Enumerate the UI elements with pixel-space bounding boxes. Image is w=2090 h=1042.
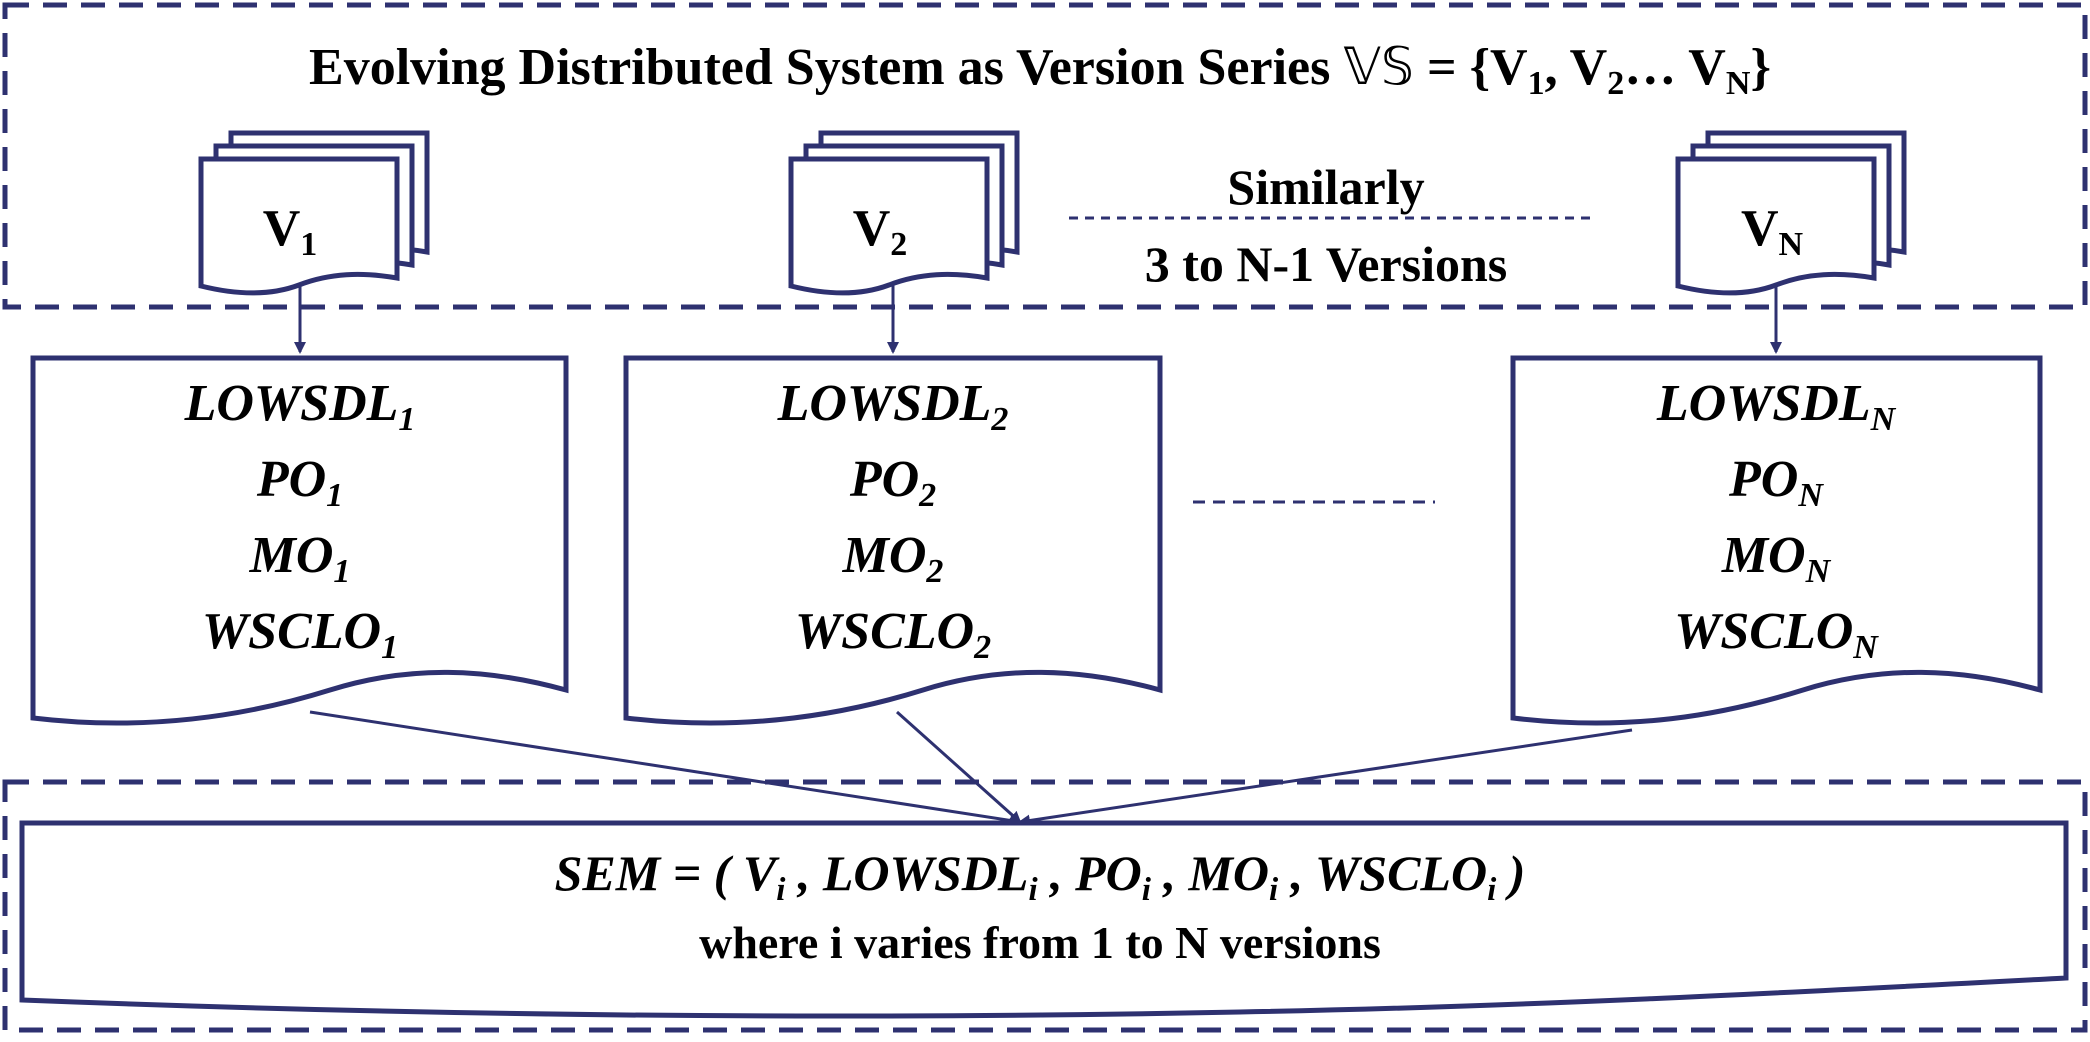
model-po-1: PO1 bbox=[256, 451, 343, 514]
version-stack-1: V1 bbox=[198, 130, 430, 296]
model-mo-n: MON bbox=[1721, 527, 1832, 590]
sem-description: where i varies from 1 to N versions bbox=[699, 917, 1381, 968]
sem-document bbox=[19, 820, 2069, 1019]
model-lowsdl-1: LOWSDL1 bbox=[184, 375, 416, 438]
model-mo-1: MO1 bbox=[249, 527, 351, 590]
model-wsclo-1: WSCLO1 bbox=[202, 603, 398, 666]
version-label-n: VN bbox=[1741, 200, 1804, 263]
model-wsclo-n: WSCLON bbox=[1674, 603, 1879, 666]
version-label-2: V2 bbox=[853, 200, 908, 263]
model-po-2: PO2 bbox=[849, 451, 936, 514]
model-mo-2: MO2 bbox=[842, 527, 944, 590]
model-document-n: LOWSDLN PON MON WSCLON bbox=[1510, 355, 2043, 726]
model-document-1: LOWSDL1 PO1 MO1 WSCLO1 bbox=[30, 355, 569, 726]
version-stack-2: V2 bbox=[788, 130, 1020, 296]
arrow-model1-to-sem bbox=[309, 710, 1022, 827]
model-document-2: LOWSDL2 PO2 MO2 WSCLO2 bbox=[623, 355, 1163, 726]
diagram-title: Evolving Distributed System as Version S… bbox=[309, 37, 1771, 102]
model-wsclo-2: WSCLO2 bbox=[795, 603, 991, 666]
similarly-range-label: 3 to N-1 Versions bbox=[1145, 236, 1508, 292]
model-lowsdl-n: LOWSDLN bbox=[1656, 375, 1897, 438]
version-series-region bbox=[2, 2, 2088, 310]
arrow-modeln-to-sem bbox=[1018, 728, 1633, 827]
version-label-1: V1 bbox=[263, 200, 318, 263]
sem-region bbox=[2, 779, 2088, 1033]
model-po-n: PON bbox=[1728, 451, 1824, 514]
similarly-label: Similarly bbox=[1227, 159, 1424, 215]
arrow-model2-to-sem bbox=[896, 710, 1022, 824]
sem-formula: SEM = ( Vi , LOWSDLi , POi , MOi , WSCLO… bbox=[555, 845, 1526, 908]
model-lowsdl-2: LOWSDL2 bbox=[777, 375, 1009, 438]
version-stack-n: VN bbox=[1675, 130, 1907, 296]
